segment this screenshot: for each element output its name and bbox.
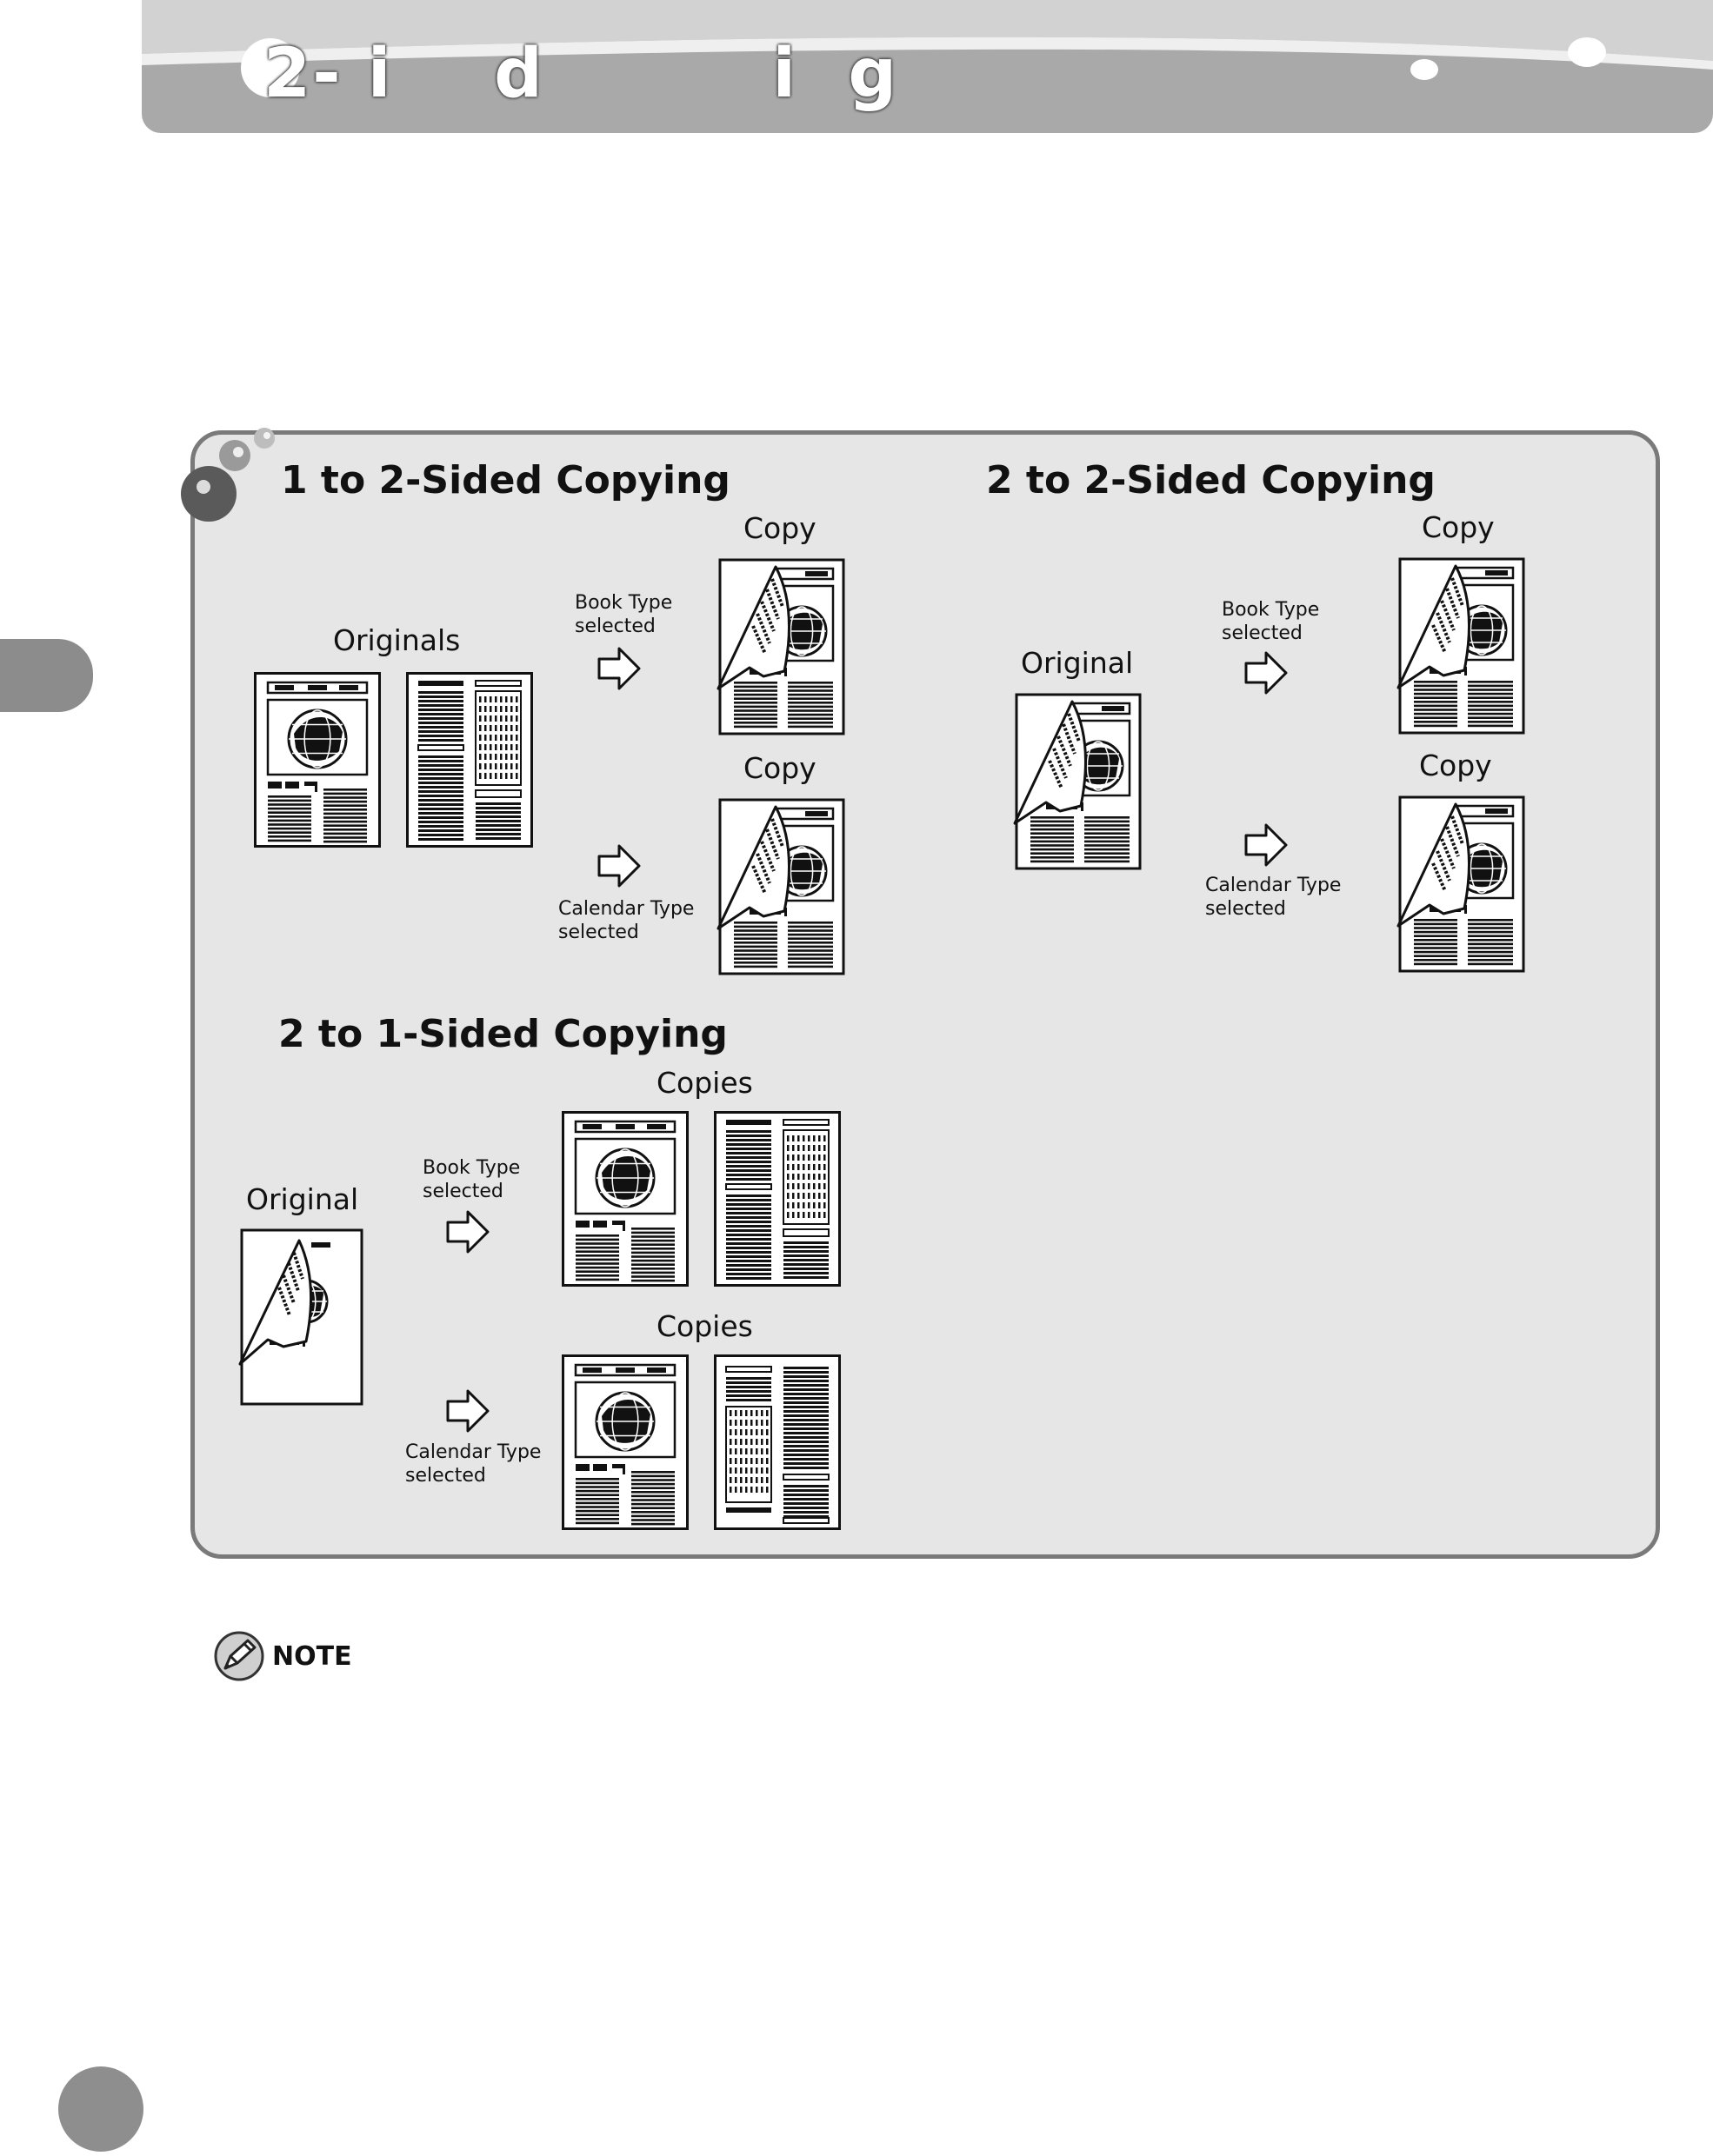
- heading-2-to-1: 2 to 1-Sided Copying: [278, 1012, 728, 1056]
- bubble-decoration: [177, 421, 299, 525]
- original-back-page: [406, 672, 533, 848]
- duplex-copy-book: [1395, 557, 1527, 736]
- globe-icon: [595, 1148, 656, 1208]
- pencil-note-icon: [213, 1630, 265, 1686]
- copy-front-page: [562, 1111, 689, 1287]
- copies-label: Copies: [657, 1309, 753, 1343]
- page-number-circle: [58, 2066, 143, 2152]
- original-label: Original: [246, 1182, 359, 1216]
- copy-label: Copy: [743, 751, 817, 785]
- original-front-page: [254, 672, 381, 848]
- original-label: Original: [1021, 646, 1134, 680]
- right-arrow-icon: [597, 843, 642, 888]
- originals-label: Originals: [333, 623, 461, 657]
- copy-label: Copy: [743, 511, 817, 545]
- heading-2-to-2: 2 to 2-Sided Copying: [986, 458, 1436, 502]
- duplex-copy-book: [715, 558, 847, 737]
- page-title: 2- i d i g: [263, 35, 899, 113]
- note-label: NOTE: [272, 1641, 352, 1672]
- duplex-original: [237, 1228, 367, 1407]
- copy-front-page: [562, 1354, 689, 1530]
- globe-icon: [287, 709, 348, 769]
- copy-label: Copy: [1422, 510, 1495, 544]
- copy-back-page-rotated: [714, 1354, 841, 1530]
- duplex-original: [1011, 693, 1143, 872]
- right-arrow-icon: [1243, 650, 1289, 695]
- header-banner: 2- i d i g: [142, 0, 1713, 133]
- side-tab: [0, 639, 93, 712]
- copy-label: Copy: [1419, 749, 1492, 782]
- copies-label: Copies: [657, 1066, 753, 1100]
- right-arrow-icon: [445, 1209, 490, 1254]
- globe-icon: [595, 1391, 656, 1452]
- right-arrow-icon: [445, 1388, 490, 1434]
- right-arrow-icon: [1243, 822, 1289, 868]
- copy-back-page: [714, 1111, 841, 1287]
- heading-1-to-2: 1 to 2-Sided Copying: [281, 458, 730, 502]
- duplex-copy-calendar: [715, 798, 847, 977]
- duplex-copy-calendar: [1395, 795, 1527, 975]
- right-arrow-icon: [597, 646, 642, 691]
